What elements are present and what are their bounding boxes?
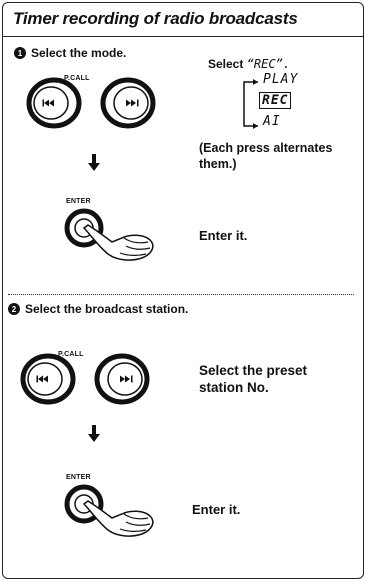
panel-header: Timer recording of radio broadcasts — [3, 3, 363, 37]
menu-option-play: PLAY — [263, 72, 299, 87]
enter-label: ENTER — [66, 474, 91, 481]
menu-option-ai: AI — [263, 114, 281, 129]
enter-button-hand-icon — [64, 484, 154, 537]
step-1-enter-text: Enter it. — [199, 228, 248, 243]
pcall-buttons-icon — [20, 353, 150, 405]
step-2-number: 2 — [8, 303, 20, 315]
enter-label: ENTER — [66, 198, 91, 205]
page-title: Timer recording of radio broadcasts — [13, 9, 298, 28]
down-arrow-icon — [88, 425, 100, 442]
step-1-heading: 1 Select the mode. — [14, 46, 126, 60]
step-2-select-text: Select the preset station No. — [199, 363, 308, 395]
select-value: “REC”. — [246, 57, 291, 71]
menu-option-rec: REC — [259, 92, 292, 109]
pcall-label: P.CALL — [58, 351, 84, 358]
pcall-buttons-icon — [26, 77, 156, 129]
step-1-heading-text: Select the mode. — [31, 46, 127, 60]
pcall-label: P.CALL — [64, 75, 90, 82]
select-prefix: Select — [208, 57, 244, 71]
section-divider — [8, 294, 354, 295]
step-1-note: (Each press alternates them.) — [199, 141, 333, 171]
enter-button-hand-icon — [64, 208, 154, 261]
down-arrow-icon — [88, 154, 100, 171]
step-2-heading: 2 Select the broadcast station. — [8, 302, 188, 316]
step-2-heading-text: Select the broadcast station. — [25, 302, 189, 316]
step-1-number: 1 — [14, 47, 26, 59]
step-2-enter-text: Enter it. — [192, 502, 241, 517]
select-instruction: Select “REC”. — [208, 56, 290, 72]
cycle-bracket-icon — [243, 79, 258, 129]
